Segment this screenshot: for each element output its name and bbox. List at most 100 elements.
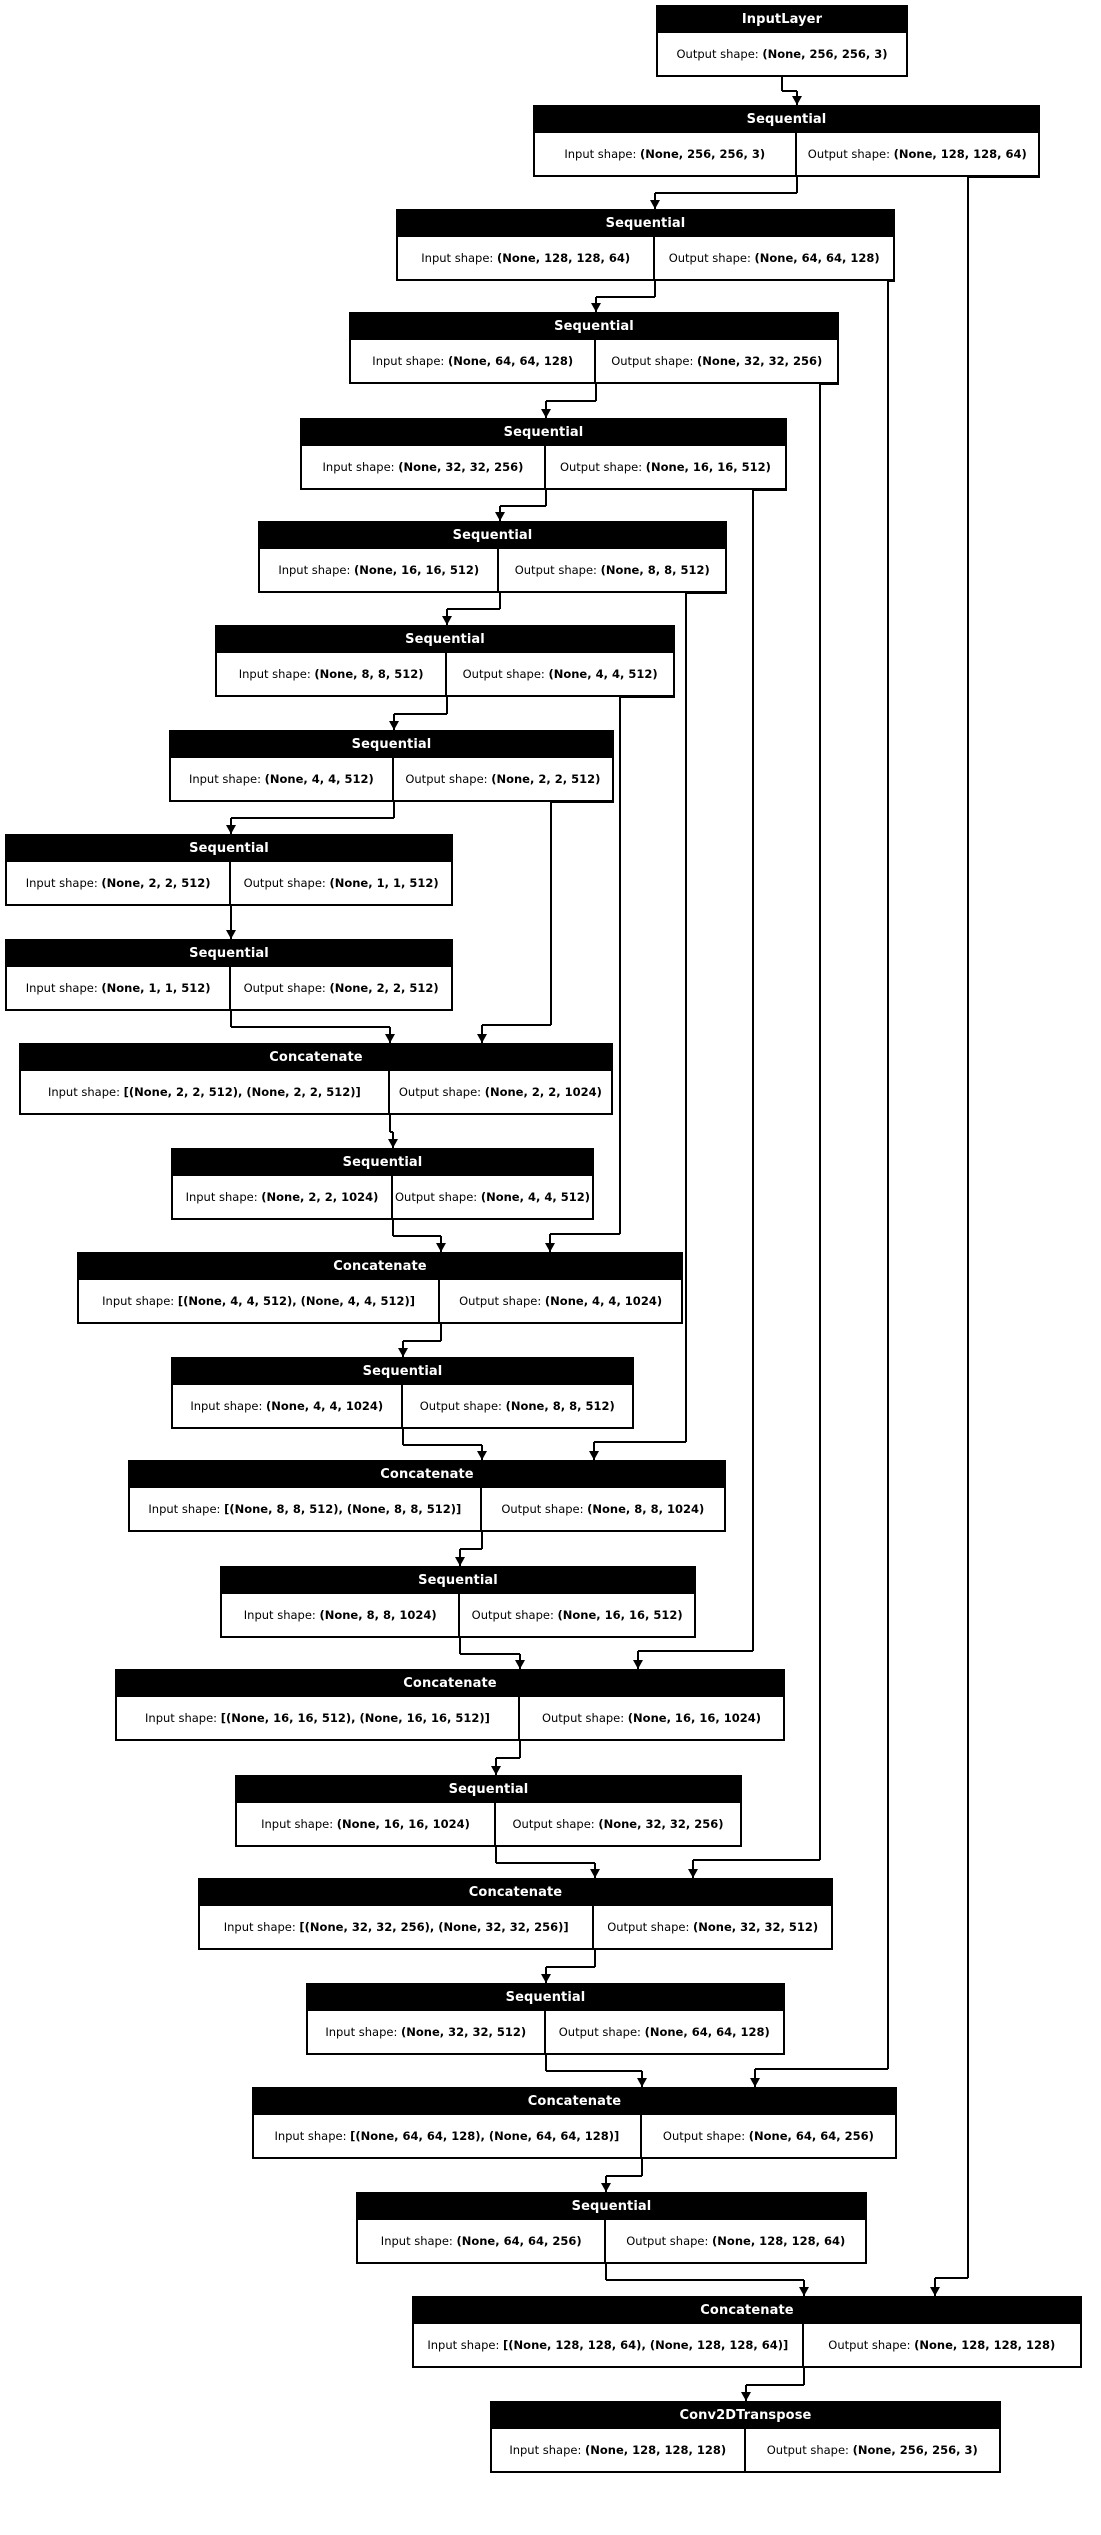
- edge-seq_dec_7-to-concat_7: [606, 2279, 804, 2281]
- node-output-shape: Output shape: (None, 4, 4, 512): [462, 667, 658, 681]
- arrowhead-seq_dec_6: [541, 1974, 551, 1983]
- arrowhead-conv2d_transpose: [741, 2392, 751, 2401]
- edge-concat_2-to-seq_dec_3: [440, 1324, 442, 1341]
- skip-seq_enc_2-to-concat_6: [755, 2068, 888, 2070]
- node-shape-row: Input shape: (None, 8, 8, 1024)Output sh…: [222, 1593, 694, 1636]
- node-shape-row: Input shape: [(None, 16, 16, 512), (None…: [117, 1696, 783, 1739]
- arrowhead-seq_enc_1: [792, 96, 802, 105]
- skip-seq_enc_1-to-concat_7: [935, 2277, 968, 2279]
- edge-seq_enc_7-to-seq_enc_8: [393, 802, 395, 818]
- node-title: Concatenate: [117, 1671, 783, 1696]
- edge-seq_dec_6-to-concat_6: [545, 2055, 547, 2071]
- arrowhead-skip-seq_enc_7-to-concat_1: [477, 1034, 487, 1043]
- node-input-shape: Input shape: (None, 32, 32, 256): [302, 446, 546, 488]
- node-title: Sequential: [173, 1359, 632, 1384]
- skip-seq_enc_4-to-concat_4: [752, 490, 754, 1651]
- skip-seq_enc_5-to-concat_3: [594, 1441, 686, 1443]
- skip-seq_enc_3-to-concat_5: [820, 383, 839, 385]
- skip-seq_enc_1-to-concat_7: [967, 177, 969, 2278]
- arrowhead-skip-seq_enc_1-to-concat_7: [930, 2287, 940, 2296]
- node-input-shape: Input shape: (None, 64, 64, 128): [351, 340, 597, 382]
- arrowhead-seq_dec_4: [455, 1557, 465, 1566]
- node-title: Sequential: [308, 1985, 783, 2010]
- node-shape-row: Input shape: (None, 16, 16, 512)Output s…: [260, 548, 725, 591]
- node-title: Sequential: [260, 523, 725, 548]
- arrowhead-seq_enc_8: [226, 825, 236, 834]
- node-shape-row: Input shape: (None, 2, 2, 1024)Output sh…: [173, 1175, 592, 1218]
- node-output-shape: Output shape: (None, 16, 16, 512): [471, 1608, 683, 1622]
- edge-seq_dec_1-to-concat_1: [230, 1011, 232, 1027]
- node-title: Sequential: [173, 1150, 592, 1175]
- node-title: Sequential: [171, 732, 612, 757]
- edge-seq_dec_5-to-concat_5: [495, 1847, 497, 1863]
- skip-seq_enc_6-to-concat_2: [619, 697, 621, 1234]
- arrowhead-concat_1: [385, 1034, 395, 1043]
- node-input-shape: Input shape: (None, 2, 2, 512): [7, 862, 232, 904]
- node-shape-row: Input shape: (None, 32, 32, 512)Output s…: [308, 2010, 783, 2053]
- edge-seq_dec_4-to-concat_4: [459, 1638, 461, 1654]
- skip-seq_enc_5-to-concat_3: [685, 593, 687, 1442]
- node-shape-row: Input shape: (None, 64, 64, 256)Output s…: [358, 2219, 865, 2262]
- edge-input_layer-to-seq_enc_1: [781, 77, 783, 91]
- node-input-shape: Input shape: (None, 16, 16, 1024): [237, 1803, 497, 1845]
- arrowhead-seq_dec_3: [398, 1348, 408, 1357]
- arrowhead-seq_dec_5: [491, 1766, 501, 1775]
- edge-concat_6-to-seq_dec_7: [641, 2159, 643, 2176]
- node-input-shape: Input shape: [(None, 16, 16, 512), (None…: [117, 1697, 520, 1739]
- edge-concat_3-to-seq_dec_4: [481, 1532, 483, 1549]
- arrowhead-seq_dec_7: [601, 2183, 611, 2192]
- node-input-shape: Input shape: [(None, 64, 64, 128), (None…: [254, 2115, 642, 2157]
- edge-concat_1-to-seq_dec_2: [389, 1115, 391, 1132]
- node-input-shape: Input shape: (None, 128, 128, 64): [398, 237, 656, 279]
- arrowhead-concat_7: [799, 2287, 809, 2296]
- node-title: InputLayer: [658, 7, 906, 32]
- node-title: Sequential: [535, 107, 1038, 132]
- node-shape-row: Input shape: (None, 4, 4, 1024)Output sh…: [173, 1384, 632, 1427]
- node-shape-row: Input shape: (None, 64, 64, 128)Output s…: [351, 339, 837, 382]
- node-input-shape: Input shape: (None, 1, 1, 512): [7, 967, 232, 1009]
- edge-seq_enc_2-to-seq_enc_3: [654, 281, 656, 297]
- skip-seq_enc_6-to-concat_2: [620, 696, 675, 698]
- node-output-shape: Output shape: (None, 16, 16, 1024): [541, 1711, 761, 1725]
- node-title: Concatenate: [254, 2089, 895, 2114]
- node-shape-row: Input shape: (None, 2, 2, 512)Output sha…: [7, 861, 451, 904]
- node-title: Sequential: [217, 627, 673, 652]
- edge-seq_dec_6-to-concat_6: [546, 2070, 642, 2072]
- edge-concat_7-to-conv2d_transpose: [803, 2368, 805, 2385]
- node-output-shape: Output shape: (None, 4, 4, 1024): [459, 1294, 663, 1308]
- node-input-shape: Input shape: (None, 16, 16, 512): [260, 549, 500, 591]
- node-output-shape: Output shape: (None, 128, 128, 128): [828, 2338, 1056, 2352]
- node-shape-row: Input shape: (None, 1, 1, 512)Output sha…: [7, 966, 451, 1009]
- node-title: Concatenate: [79, 1254, 681, 1279]
- edge-concat_5-to-seq_dec_6: [546, 1966, 595, 1968]
- node-input-shape: Input shape: (None, 4, 4, 512): [171, 758, 394, 800]
- edge-seq_dec_2-to-concat_2: [392, 1220, 394, 1236]
- node-title: Sequential: [7, 941, 451, 966]
- edge-seq_enc_8-to-seq_dec_1: [230, 906, 232, 939]
- node-output-shape: Output shape: (None, 2, 2, 512): [405, 772, 601, 786]
